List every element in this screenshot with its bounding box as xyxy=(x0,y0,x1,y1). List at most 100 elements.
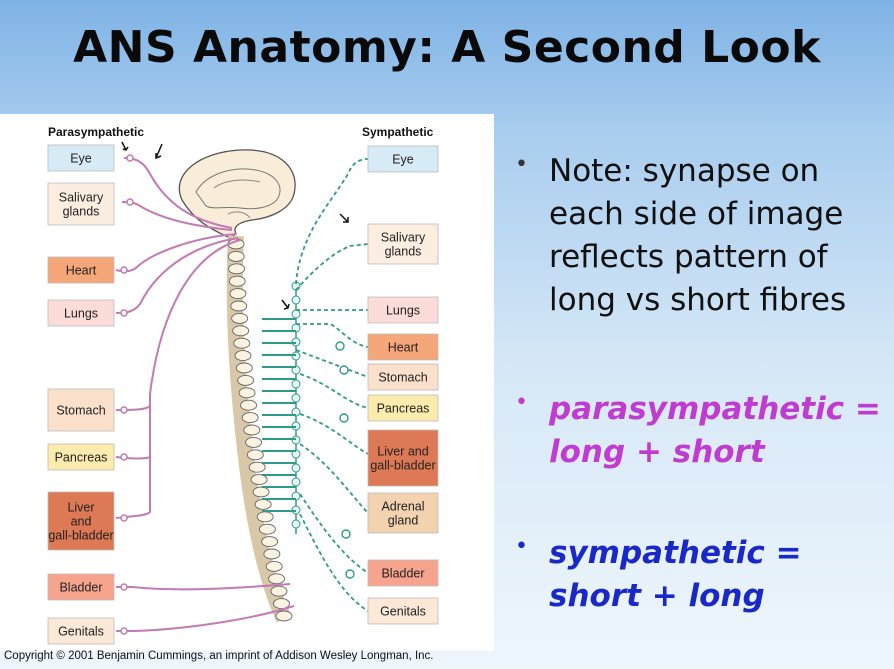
sympathetic-organ-label: Stomach xyxy=(378,371,427,385)
parasympathetic-fiber xyxy=(123,157,233,229)
parasympathetic-ganglion xyxy=(120,514,128,522)
vertebra xyxy=(246,449,264,461)
vertebra xyxy=(256,511,274,523)
vertebra xyxy=(254,498,272,510)
chain-ganglion xyxy=(291,477,301,487)
chain-ganglion xyxy=(291,379,301,389)
sympathetic-postganglionic-fiber xyxy=(299,413,369,455)
parasympathetic-ganglion xyxy=(120,627,128,635)
sympathetic-organ-stomach: Stomach xyxy=(367,363,439,391)
vertebra xyxy=(250,474,268,486)
sympathetic-pathways xyxy=(262,158,369,612)
vertebra xyxy=(228,275,246,287)
sympathetic-postganglionic-fiber xyxy=(299,373,369,409)
chain-ganglion xyxy=(291,463,301,473)
parasympathetic-organ-pancreas: Pancreas xyxy=(47,443,115,471)
parasympathetic-ganglion xyxy=(120,266,128,274)
parasympathetic-organ-genitals: Genitals xyxy=(47,617,115,645)
vertebra xyxy=(263,548,281,560)
sympathetic-postganglionic-fiber xyxy=(299,443,369,514)
sympathetic-organ-label: Pancreas xyxy=(377,402,430,416)
sympathetic-organ-label: Eye xyxy=(392,153,414,167)
parasympathetic-organ-lungs: Lungs xyxy=(47,299,115,327)
chain-ganglion xyxy=(291,519,301,529)
parasympathetic-fiber xyxy=(115,457,151,519)
sympathetic-postganglionic-fiber xyxy=(295,349,369,378)
vertebra xyxy=(265,560,283,572)
sympathetic-organ-lungs: Lungs xyxy=(367,296,439,324)
chain-ganglion xyxy=(291,393,301,403)
sympathetic-bullet: • sympathetic = short + long xyxy=(515,532,885,618)
sympathetic-text: sympathetic = short + long xyxy=(549,535,802,614)
parasympathetic-ganglion xyxy=(126,198,134,206)
vertebra xyxy=(270,585,288,597)
vertebra xyxy=(232,325,250,337)
vertebra xyxy=(227,250,245,262)
sympathetic-postganglionic-fiber xyxy=(299,493,369,574)
parasympathetic-fiber xyxy=(115,406,151,460)
vertebra xyxy=(234,350,252,362)
bullet-dot-icon: • xyxy=(515,534,528,559)
bullet-dot-icon: • xyxy=(515,152,528,177)
vertebra xyxy=(237,374,255,386)
sympathetic-organ-label: Genitals xyxy=(380,605,426,619)
sympathetic-organ-label: Heart xyxy=(388,341,419,355)
parasympathetic-organ-label: Bladder xyxy=(59,581,102,595)
note-text: Note: synapse on each side of image refl… xyxy=(549,153,847,318)
vertebra xyxy=(245,436,263,448)
sympathetic-heading: Sympathetic xyxy=(362,125,434,139)
parasympathetic-organ-label: Stomach xyxy=(56,404,105,418)
slide-title: ANS Anatomy: A Second Look xyxy=(73,22,821,73)
sympathetic-organ-label: Bladder xyxy=(381,567,424,581)
sympathetic-organ-heart: Heart xyxy=(367,333,439,361)
parasympathetic-fiber xyxy=(115,239,241,411)
sympathetic-postganglionic-fiber xyxy=(299,513,369,612)
parasympathetic-organ-label: Heart xyxy=(66,264,97,278)
parasympathetic-organ-label: Lungs xyxy=(64,307,98,321)
chain-ganglion xyxy=(291,295,301,305)
parasympathetic-fiber xyxy=(116,605,295,632)
parasympathetic-fiber xyxy=(115,233,237,273)
parasympathetic-organ-label: Pancreas xyxy=(55,451,108,465)
vertebra xyxy=(230,300,248,312)
vertebra xyxy=(243,424,261,436)
parasympathetic-ganglion xyxy=(120,583,128,591)
parasympathetic-organ-label: Genitals xyxy=(58,625,104,639)
collateral-ganglion xyxy=(335,341,345,351)
vertebra xyxy=(252,486,270,498)
vertebra xyxy=(273,598,290,610)
parasympathetic-organ-stomach: Stomach xyxy=(47,388,115,432)
vertebra xyxy=(268,573,286,585)
parasympathetic-fiber xyxy=(116,583,291,591)
spinal-cord-illustration xyxy=(226,235,293,623)
parasympathetic-ganglion xyxy=(120,453,128,461)
sympathetic-postganglionic-fiber xyxy=(295,243,369,291)
vertebra xyxy=(238,387,256,399)
vertebra xyxy=(231,312,249,324)
parasympathetic-ganglion xyxy=(126,154,134,162)
vertebra xyxy=(233,337,251,349)
vertebra xyxy=(258,523,276,535)
sympathetic-organ-genitals: Genitals xyxy=(367,597,439,625)
chain-ganglion xyxy=(291,309,301,319)
parasympathetic-text: parasympathetic = long + short xyxy=(549,391,881,470)
note-bullet: • Note: synapse on each side of image re… xyxy=(515,150,894,322)
parasympathetic-heading: Parasympathetic xyxy=(48,125,144,139)
sympathetic-organ-pancreas: Pancreas xyxy=(367,394,439,422)
parasympathetic-organ-heart: Heart xyxy=(47,256,115,284)
sympathetic-postganglionic-fiber xyxy=(295,158,369,285)
sympathetic-organ-label: Lungs xyxy=(386,304,420,318)
sympathetic-postganglionic-fiber xyxy=(296,323,369,348)
